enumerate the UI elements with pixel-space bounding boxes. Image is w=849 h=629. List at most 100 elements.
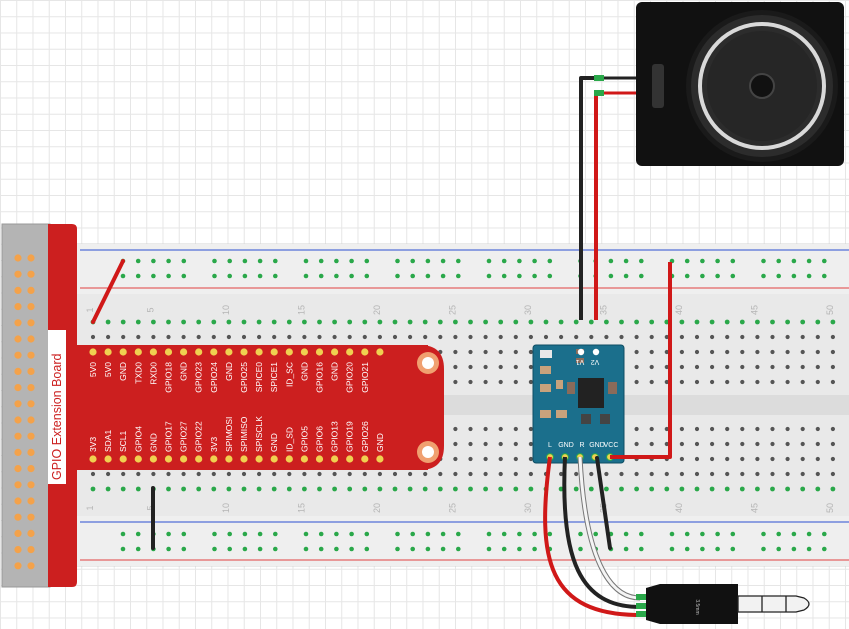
breadboard-hole	[528, 471, 534, 477]
breadboard-hole	[649, 334, 654, 340]
gpio-ribbon-connector	[1, 223, 51, 588]
rail-hole	[303, 531, 309, 537]
ribbon-pin	[14, 513, 22, 521]
amp-bottom-label: L	[548, 442, 552, 449]
gpio-bottom-pin-label: GPIO17	[164, 421, 174, 452]
rail-hole	[822, 546, 827, 552]
amp-top-pin	[577, 348, 585, 356]
breadboard-hole	[468, 441, 473, 447]
breadboard-hole	[513, 319, 519, 325]
rail-hole	[806, 531, 812, 537]
rail-hole	[547, 258, 553, 264]
breadboard-hole	[437, 319, 443, 325]
ribbon-pin	[14, 432, 22, 440]
breadboard-hole	[166, 334, 171, 340]
rail-hole	[257, 258, 263, 264]
breadboard-hole	[408, 334, 413, 340]
ribbon-pin	[14, 351, 22, 359]
breadboard-hole	[740, 349, 745, 355]
breadboard-hole	[785, 334, 790, 340]
amp-capacitor	[540, 410, 551, 418]
breadboard-hole	[196, 471, 201, 477]
gpio-header-pin	[255, 348, 263, 356]
rail-hole	[135, 273, 141, 279]
ribbon-pin	[27, 303, 35, 311]
breadboard-hole	[815, 379, 820, 385]
rail-hole	[791, 531, 797, 537]
breadboard-hole	[740, 426, 745, 432]
amp-capacitor	[540, 366, 551, 374]
rail-hole	[669, 531, 675, 537]
rail-hole	[349, 546, 354, 552]
breadboard-hole	[649, 349, 654, 355]
breadboard-hole	[453, 379, 458, 385]
breadboard-hole	[151, 319, 156, 325]
breadboard-hole	[724, 486, 730, 492]
breadboard-hole	[453, 486, 458, 492]
breadboard-hole	[679, 426, 685, 432]
speaker-lead-tip-red	[594, 90, 604, 96]
breadboard-hole	[589, 334, 594, 340]
breadboard-hole	[679, 456, 685, 462]
breadboard-hole	[196, 486, 202, 492]
breadboard-hole	[453, 364, 458, 370]
breadboard-hole	[241, 471, 247, 477]
breadboard-hole	[468, 426, 473, 432]
breadboard-hole	[785, 379, 790, 385]
breadboard-hole	[558, 319, 564, 325]
column-number: 45	[749, 305, 759, 315]
breadboard-hole	[725, 364, 730, 370]
gpio-header-pin	[300, 348, 308, 356]
gpio-top-pin-label: RXD0	[148, 362, 158, 385]
breadboard-hole	[634, 426, 639, 432]
ribbon-pin	[14, 367, 22, 375]
amp-resistor	[576, 358, 584, 363]
rail-hole	[334, 546, 339, 552]
amp-capacitor	[540, 384, 551, 392]
column-number: 15	[296, 503, 306, 513]
breadboard-hole	[181, 486, 187, 492]
rail-hole	[730, 546, 736, 552]
rail-hole	[334, 273, 339, 279]
breadboard-hole	[226, 471, 231, 477]
ribbon-pin	[27, 546, 35, 554]
rail-hole	[456, 258, 461, 264]
breadboard-hole	[528, 349, 534, 355]
wire-audio-right	[578, 456, 641, 600]
rail-hole	[639, 258, 644, 264]
rail-hole	[151, 273, 156, 279]
gpio-bottom-pin-label: SDA1	[103, 430, 113, 452]
breadboard-hole	[574, 471, 579, 477]
rail-hole	[761, 273, 766, 279]
ribbon-pin	[14, 448, 22, 456]
rail-hole	[547, 273, 553, 279]
gpio-header-pin	[119, 455, 127, 463]
breadboard-hole	[120, 486, 126, 492]
breadboard-hole	[739, 319, 745, 325]
breadboard-hole	[740, 456, 745, 462]
ribbon-pin	[14, 319, 22, 327]
breadboard-hole	[332, 471, 337, 477]
rail-hole	[776, 546, 781, 552]
gpio-top-pin-label: GND	[330, 362, 340, 381]
breadboard-hole	[423, 471, 428, 477]
breadboard-hole	[226, 486, 232, 492]
gpio-bottom-pin-label: GPIO13	[330, 421, 340, 452]
rail-hole	[181, 531, 187, 537]
breadboard-hole	[106, 334, 111, 340]
breadboard-hole	[498, 486, 504, 492]
breadboard-hole	[332, 334, 337, 340]
amp-capacitor	[556, 380, 563, 389]
breadboard-hole	[453, 471, 458, 477]
breadboard-hole	[740, 364, 745, 370]
breadboard-hole	[256, 319, 262, 325]
wire-audio-gnd	[562, 456, 641, 609]
column-number: 25	[447, 503, 457, 513]
breadboard-hole	[694, 456, 700, 462]
breadboard-hole	[679, 319, 685, 325]
breadboard-hole	[830, 441, 836, 447]
gpio-header-pin	[180, 455, 188, 463]
rail-hole	[135, 258, 141, 264]
breadboard-hole	[830, 334, 836, 340]
breadboard-hole	[830, 426, 836, 432]
